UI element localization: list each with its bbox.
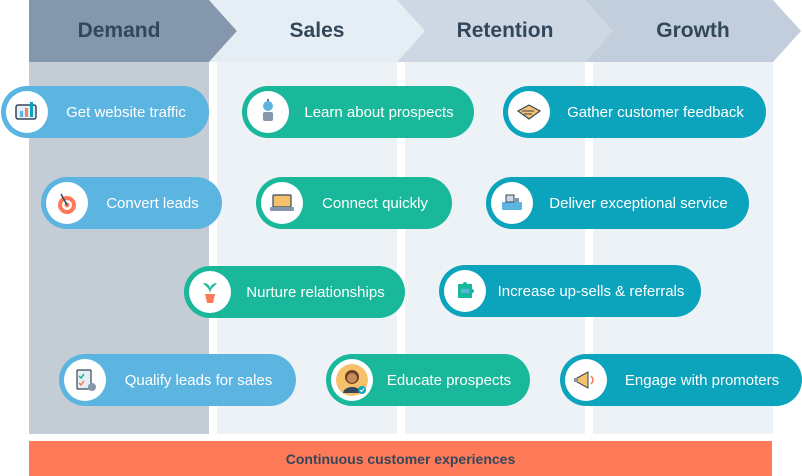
pill-label: Nurture relationships [246, 283, 385, 301]
laptop-icon [261, 182, 303, 224]
pill-gather-customer-feedback: Gather customer feedback [503, 86, 766, 138]
pill-connect-quickly: Connect quickly [256, 177, 452, 229]
pill-deliver-exceptional-service: Deliver exceptional service [486, 177, 749, 229]
pill-increase-up-sells-referrals: Increase up-sells & referrals [439, 265, 701, 317]
megaphone-icon [565, 359, 607, 401]
target-icon [46, 182, 88, 224]
continuous-experiences-bar: Continuous customer experiences [29, 441, 772, 476]
pill-label: Gather customer feedback [567, 103, 744, 121]
pill-label: Learn about prospects [304, 103, 454, 121]
stage-arrow-demand: Demand [29, 0, 237, 62]
stage-arrow-sales: Sales [209, 0, 425, 62]
service-icon [491, 182, 533, 224]
feedback-icon [508, 91, 550, 133]
website-traffic-icon [6, 91, 48, 133]
stage-label-retention: Retention [456, 19, 554, 42]
stage-arrow-retention: Retention [397, 0, 613, 62]
pill-label: Connect quickly [322, 194, 428, 212]
stage-arrow-growth: Growth [585, 0, 801, 62]
pill-label: Increase up-sells & referrals [497, 282, 685, 300]
checklist-icon [64, 359, 106, 401]
pill-get-website-traffic: Get website traffic [1, 86, 209, 138]
stage-label-demand: Demand [77, 19, 161, 42]
pill-label: Deliver exceptional service [549, 194, 728, 212]
pill-label: Convert leads [106, 194, 199, 212]
pill-learn-about-prospects: Learn about prospects [242, 86, 474, 138]
pill-label: Educate prospects [386, 371, 512, 389]
pill-label: Engage with promoters [624, 371, 780, 389]
stage-label-sales: Sales [289, 19, 345, 42]
avatar-icon [331, 359, 373, 401]
pill-qualify-leads-for-sales: Qualify leads for sales [59, 354, 296, 406]
robot-icon [247, 91, 289, 133]
pill-convert-leads: Convert leads [41, 177, 222, 229]
stage-label-growth: Growth [656, 19, 730, 42]
pill-educate-prospects: Educate prospects [326, 354, 530, 406]
pill-engage-with-promoters: Engage with promoters [560, 354, 802, 406]
puzzle-icon [444, 270, 486, 312]
pill-label: Get website traffic [66, 103, 186, 121]
pill-label: Qualify leads for sales [124, 371, 273, 389]
plant-icon [189, 271, 231, 313]
pill-nurture-relationships: Nurture relationships [184, 266, 405, 318]
footer-label: Continuous customer experiences [285, 450, 516, 467]
